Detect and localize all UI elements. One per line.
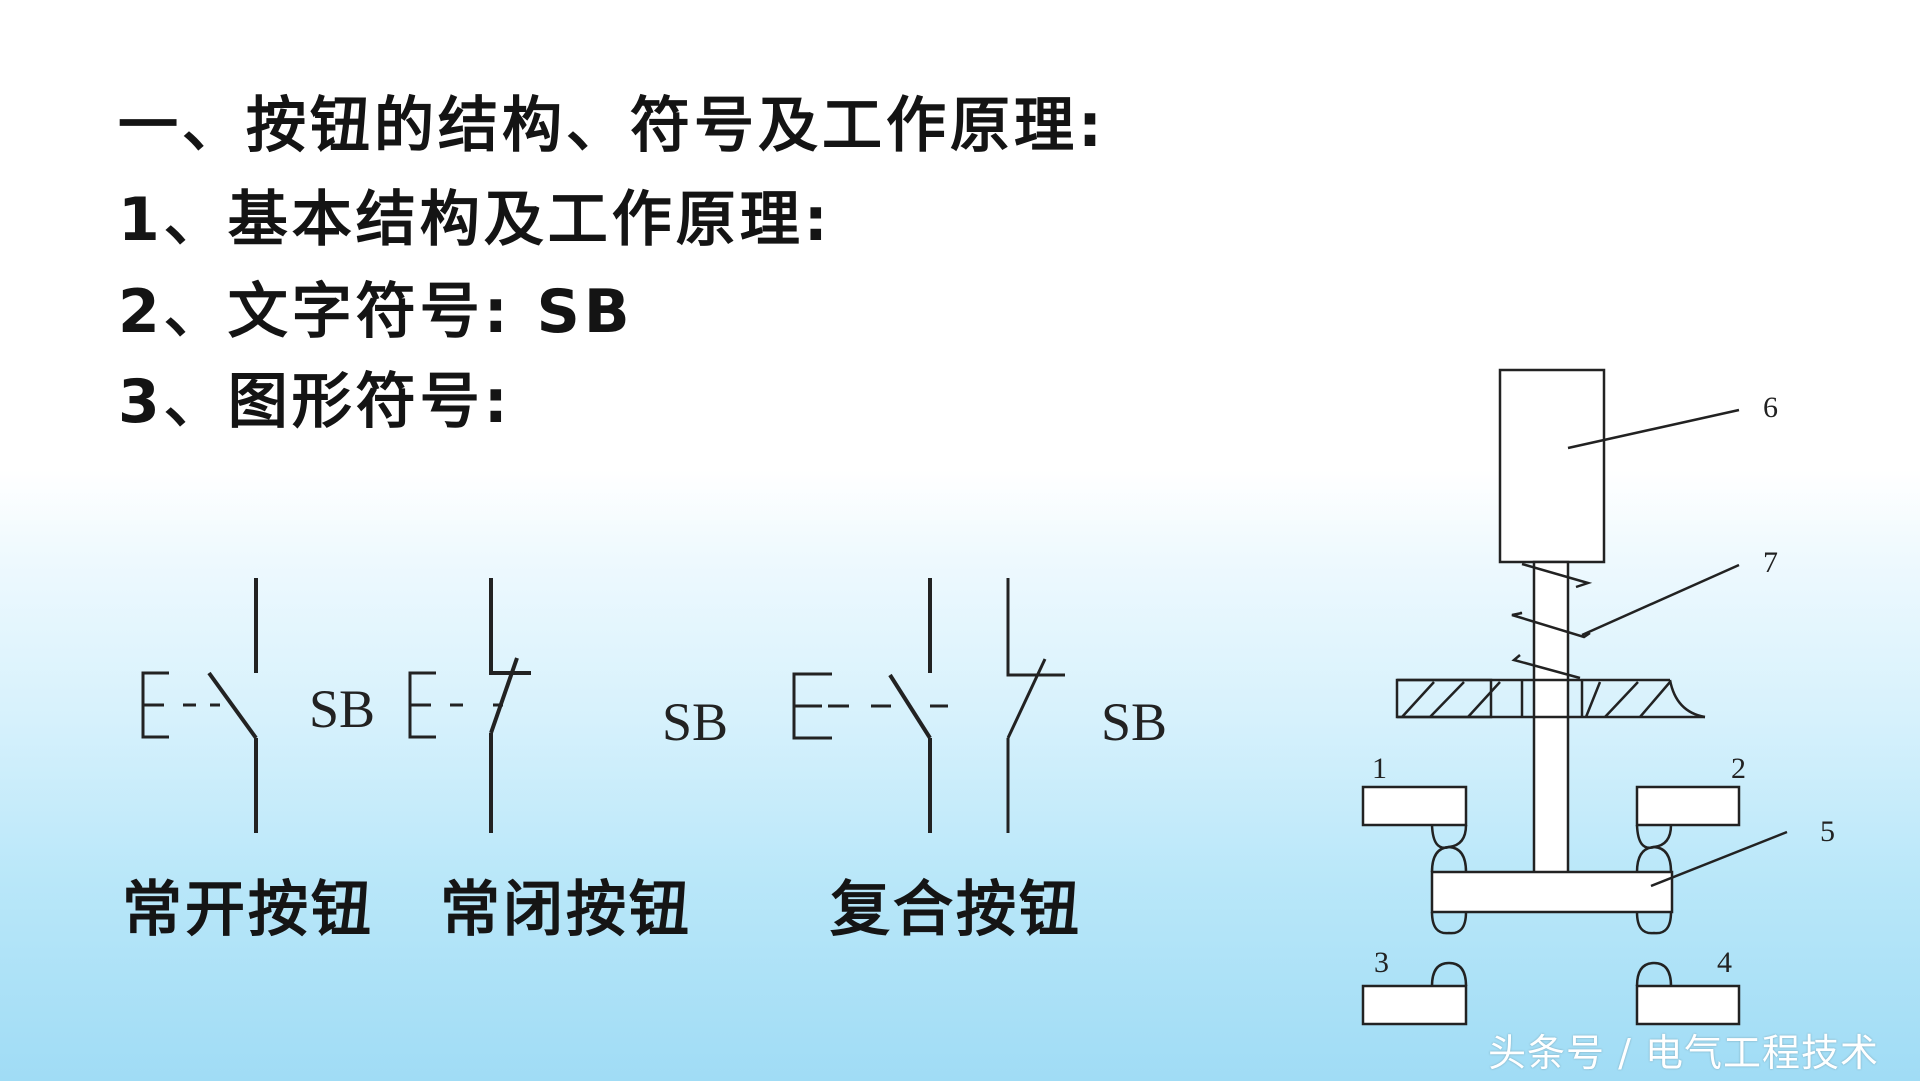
leader-7 (1581, 563, 1740, 637)
static-contact-1 (1361, 785, 1468, 827)
part-label-2: 2 (1731, 752, 1746, 785)
leader-6 (1567, 408, 1740, 450)
label-compound-button: 复合按钮 (830, 875, 1082, 945)
part-label-6: 6 (1763, 391, 1778, 424)
spring (1521, 562, 1593, 589)
item-basic-structure: 1、基本结构及工作原理: (118, 185, 832, 255)
part-label-7: 7 (1763, 546, 1778, 579)
part-label-1: 1 (1372, 752, 1387, 785)
item-graphic-symbol: 3、图形符号: (118, 367, 512, 437)
normally-closed-button-symbol (408, 578, 531, 833)
moving-contact-bridge (1430, 870, 1674, 914)
leader-5 (1650, 830, 1788, 888)
slide-title: 一、按钮的结构、符号及工作原理: (118, 91, 1106, 161)
part-label-4: 4 (1717, 946, 1732, 979)
button-structure-diagram (1361, 368, 1788, 1026)
watermark: 头条号 / 电气工程技术 (1488, 1031, 1879, 1075)
normally-open-button-symbol (141, 578, 258, 833)
no-button-code: SB (309, 679, 375, 739)
label-normally-closed-button: 常闭按钮 (440, 875, 692, 945)
compound-button-code: SB (1101, 692, 1167, 752)
part-label-3: 3 (1374, 946, 1389, 979)
button-cap (1498, 368, 1606, 564)
nc-button-code: SB (662, 692, 728, 752)
button-stem (1532, 560, 1570, 884)
compound-button-symbol (792, 578, 1065, 833)
static-contact-2 (1635, 785, 1741, 827)
label-normally-open-button: 常开按钮 (122, 875, 374, 945)
static-contact-4 (1635, 984, 1741, 1026)
item-text-symbol: 2、文字符号: SB (118, 277, 634, 347)
static-contact-3 (1361, 984, 1468, 1026)
mounting-panel (1395, 678, 1706, 719)
part-label-5: 5 (1820, 815, 1835, 848)
